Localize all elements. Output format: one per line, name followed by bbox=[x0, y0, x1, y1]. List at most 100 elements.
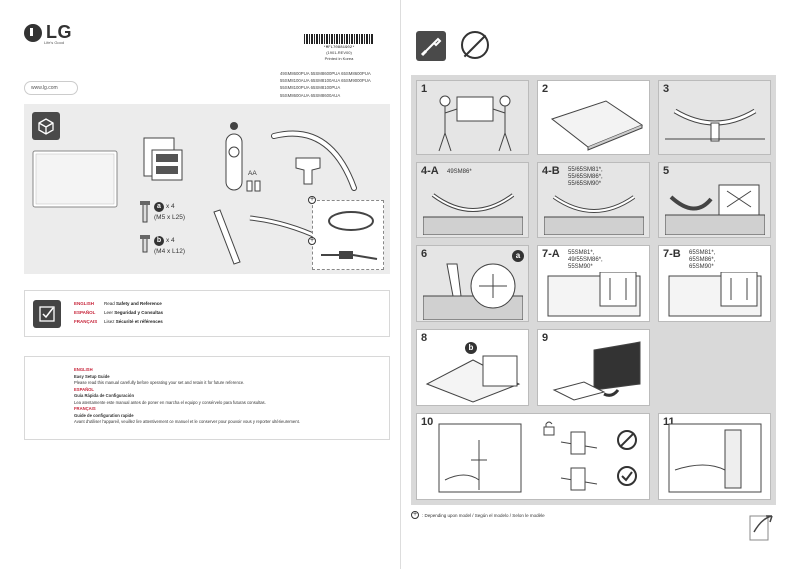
warning-screwdriver-icon bbox=[416, 31, 446, 61]
badge-b: b bbox=[154, 236, 164, 246]
step-number: 6 bbox=[421, 248, 428, 260]
cable-holder-icon bbox=[213, 209, 241, 265]
screw-badge-a: a bbox=[512, 250, 524, 262]
footnote: + : Depending upon model / Según el mode… bbox=[411, 511, 545, 519]
step-number: 4-B bbox=[542, 165, 560, 177]
safety-fr: FRANÇAIS Lisez Sécurité et références bbox=[74, 318, 163, 326]
back-cover-illustration bbox=[425, 355, 521, 403]
battery-label: AA bbox=[248, 170, 257, 177]
guide-title: Guide de configuration rapide bbox=[74, 412, 134, 418]
stand-assembly-illustration bbox=[665, 108, 765, 142]
model-line: 55/65SM86*, bbox=[568, 174, 603, 180]
safety-prefix: Lisez bbox=[104, 319, 116, 324]
step-number: 1 bbox=[421, 83, 428, 95]
model-line: 55SM8600AUA 65SM8600AUA bbox=[280, 92, 341, 98]
step-11: 11 bbox=[658, 413, 771, 500]
box-icon bbox=[32, 112, 60, 140]
model-line: 65SM81*, bbox=[689, 250, 716, 256]
remote-icon bbox=[225, 122, 243, 191]
step-4b: 4-B 55/65SM81*, 55/65SM86*, 55/65SM90* bbox=[537, 162, 650, 238]
step-number: 7-A bbox=[542, 248, 560, 260]
stand-base-icon bbox=[295, 157, 321, 185]
checkbox-manual-icon bbox=[33, 300, 61, 328]
footnote-text: : Depending upon model / Según el modelo… bbox=[422, 512, 545, 518]
lang-name: FRANÇAIS bbox=[74, 319, 98, 324]
screw-b-icon bbox=[140, 235, 150, 253]
stand-on-table-illustration bbox=[544, 195, 644, 235]
step-number: 8 bbox=[421, 332, 428, 344]
lang-name: ENGLISH bbox=[74, 301, 95, 306]
safety-title: Seguridad y Consultas bbox=[114, 310, 164, 315]
left-page: LG Life's Good *MFL70881902* (1901-REV00… bbox=[24, 0, 401, 569]
lang-name: ESPAÑOL bbox=[74, 310, 96, 315]
barcode-graphic bbox=[304, 34, 374, 44]
step-models: 65SM81*, 65SM86*, 65SM90* bbox=[689, 250, 715, 271]
logo-text: LG bbox=[46, 22, 72, 42]
model-line: 55/65SM81*, bbox=[568, 167, 603, 173]
guide-body: Avant d'utiliser l'appareil, veuillez li… bbox=[74, 419, 300, 424]
barcode-number: *MFL70881902* bbox=[323, 46, 355, 50]
tv-on-table-illustration bbox=[550, 100, 644, 151]
screw-b-count: x 4 bbox=[166, 237, 175, 244]
step-models: 55/65SM81*, 55/65SM86*, 55/65SM90* bbox=[568, 167, 603, 188]
steps-grid: 1 2 3 4-A 49SM86* 4-B bbox=[411, 75, 776, 505]
guide-body: Please read this manual carefully before… bbox=[74, 380, 245, 385]
website-url: www.lg.com bbox=[31, 85, 58, 91]
step-number: 9 bbox=[542, 332, 549, 344]
screw-a-icon bbox=[140, 201, 150, 223]
model-line: 55/65SM90* bbox=[568, 181, 602, 187]
safety-panel bbox=[24, 290, 390, 337]
battery-icon bbox=[246, 180, 261, 192]
check-ok-icon bbox=[617, 466, 637, 486]
page-turn-icon bbox=[749, 515, 773, 541]
cable-cover-illustration bbox=[668, 423, 762, 493]
step-4a: 4-A 49SM86* bbox=[416, 162, 529, 238]
model-line: 49SM8600PUA 55SM8600PUA 65SM8600PUA bbox=[280, 71, 371, 76]
plus-circle-icon: + bbox=[308, 196, 316, 204]
two-people-lift-illustration bbox=[438, 95, 512, 152]
step-10: 10 bbox=[416, 413, 650, 500]
step-number: 3 bbox=[663, 83, 670, 95]
model-line: 55SM8100AUA 65SM8100AUA 65SM9000PUA bbox=[280, 78, 371, 84]
step-number: 10 bbox=[421, 416, 434, 428]
cable-clip-illustration bbox=[560, 431, 598, 491]
cable-routing-illustration bbox=[438, 423, 522, 493]
safety-title: Safety and Reference bbox=[116, 301, 162, 306]
guide-text: ENGLISH Easy Setup Guide Please read thi… bbox=[74, 367, 300, 426]
step-models: 55SM81*, 49/55SM86*, 55SM90* bbox=[568, 250, 603, 271]
prohibited-icon bbox=[617, 430, 637, 450]
step-7b: 7-B 65SM81*, 65SM86*, 65SM90* bbox=[658, 245, 771, 322]
model-line: 49/55SM86*, bbox=[568, 257, 603, 263]
tv-illustration bbox=[32, 150, 118, 208]
step-number: 11 bbox=[663, 416, 675, 428]
model-line: 65SM86*, bbox=[689, 257, 716, 263]
plus-circle-icon: + bbox=[308, 237, 316, 245]
screw-a-count: x 4 bbox=[166, 203, 175, 210]
step-number: 5 bbox=[663, 165, 670, 177]
step-5: 5 bbox=[658, 162, 771, 238]
optional-cables-box: + + bbox=[308, 196, 384, 270]
plus-circle-icon: + bbox=[411, 511, 419, 519]
safety-title: Sécurité et références bbox=[115, 319, 163, 324]
website-link[interactable]: www.lg.com bbox=[24, 81, 78, 95]
badge-a: a bbox=[154, 202, 164, 212]
guide-title: Easy Setup Guide bbox=[74, 373, 110, 379]
lg-logo-icon bbox=[24, 23, 42, 42]
screw-badge-b: b bbox=[465, 342, 477, 354]
guide-title: Guía Rápida de Configuración bbox=[74, 393, 135, 398]
step-2: 2 bbox=[537, 80, 650, 155]
model-line: 55SM81*, bbox=[568, 250, 595, 256]
step-number: 7-B bbox=[663, 248, 681, 260]
guide-lang: ESPAÑOL bbox=[74, 386, 94, 392]
safety-es: ESPAÑOL Leer Seguridad y Consultas bbox=[74, 309, 163, 317]
prohibited-icon bbox=[461, 31, 489, 59]
safety-prefix: Leer bbox=[104, 310, 115, 315]
model-line: 65SM90* bbox=[689, 264, 714, 270]
revision: (1901-REV00) bbox=[326, 50, 352, 55]
guide-body: Lea atentamente este manual antes de pon… bbox=[74, 399, 266, 405]
step-8: 8 b bbox=[416, 329, 529, 406]
printed-in: Printed in Korea bbox=[324, 56, 354, 61]
model-line: 55SM90* bbox=[568, 264, 593, 270]
lg-logo: LG bbox=[24, 22, 72, 43]
lock-icon bbox=[543, 421, 555, 436]
